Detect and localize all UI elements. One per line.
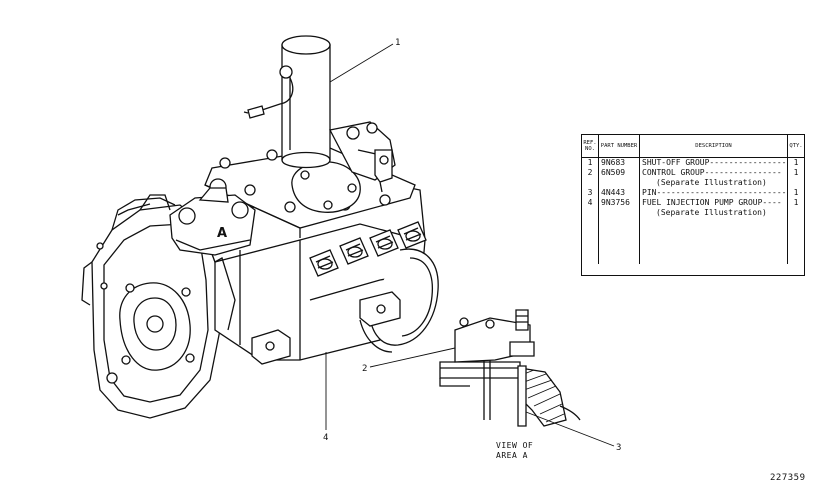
- header-qty: QTY.: [787, 135, 804, 158]
- row-ref: 2: [587, 168, 593, 177]
- area-a-boss: A: [169, 178, 256, 256]
- table-row: 1 9N683 SHUT-OFF GROUP----------------- …: [582, 157, 804, 168]
- row-part-number: 4N443: [598, 188, 640, 198]
- row-part-number: [598, 178, 640, 188]
- table-row: 3 4N443 PIN--------------------------- 1: [582, 188, 804, 198]
- callout-2: 2: [362, 364, 367, 374]
- table-row: (Separate Illustration): [582, 178, 804, 188]
- table-row: (Separate Illustration): [582, 208, 804, 218]
- table-row: 4 9N3756 FUEL INJECTION PUMP GROUP---- 1: [582, 198, 804, 208]
- row-ref: 1: [587, 158, 593, 167]
- header-description: DESCRIPTION: [639, 135, 788, 158]
- row-part-number: 6N509: [598, 168, 640, 178]
- row-description: (Separate Illustration): [639, 178, 788, 188]
- callout-1: 1: [395, 38, 400, 48]
- row-part-number: 9N683: [598, 157, 640, 168]
- parts-table-header: REF. NO. PART NUMBER DESCRIPTION QTY.: [582, 135, 804, 158]
- row-description: FUEL INJECTION PUMP GROUP----: [639, 198, 788, 208]
- row-description: (Separate Illustration): [639, 208, 788, 218]
- row-description: SHUT-OFF GROUP-----------------: [639, 157, 788, 168]
- row-ref: [582, 178, 599, 188]
- area-a-label: A: [217, 226, 227, 241]
- drawing-number: 227359: [770, 473, 806, 483]
- row-qty: [787, 208, 804, 218]
- header-part-number: PART NUMBER: [598, 135, 640, 158]
- row-part-number: 9N3756: [598, 198, 640, 208]
- injection-outlets: [309, 221, 427, 277]
- pump-housing: A: [81, 35, 439, 419]
- detail-view-area-a: [439, 309, 581, 427]
- leader-lines: [325, 43, 615, 447]
- shut-off-solenoid: [243, 35, 331, 169]
- callout-3: 3: [616, 443, 621, 453]
- row-qty: 1: [787, 198, 804, 208]
- control-linkage: [329, 121, 396, 193]
- row-description: CONTROL GROUP----------------: [639, 168, 788, 178]
- header-ref-no: REF. NO.: [582, 135, 599, 158]
- row-qty: 1: [787, 168, 804, 178]
- row-description: PIN---------------------------: [639, 188, 788, 198]
- view-caption-line2: AREA A: [496, 451, 528, 460]
- table-row: 2 6N509 CONTROL GROUP---------------- 1: [582, 168, 804, 178]
- row-qty: 1: [787, 188, 804, 198]
- view-caption-line1: VIEW OF: [496, 441, 533, 450]
- parts-table: REF. NO. PART NUMBER DESCRIPTION QTY. 1 …: [581, 134, 805, 276]
- table-blank-row: [582, 218, 804, 264]
- row-ref: 3: [587, 188, 593, 197]
- row-ref: 4: [587, 198, 593, 207]
- row-qty: [787, 178, 804, 188]
- row-part-number: [598, 208, 640, 218]
- row-ref: [582, 208, 599, 218]
- callout-4: 4: [323, 433, 328, 443]
- row-qty: 1: [787, 157, 804, 168]
